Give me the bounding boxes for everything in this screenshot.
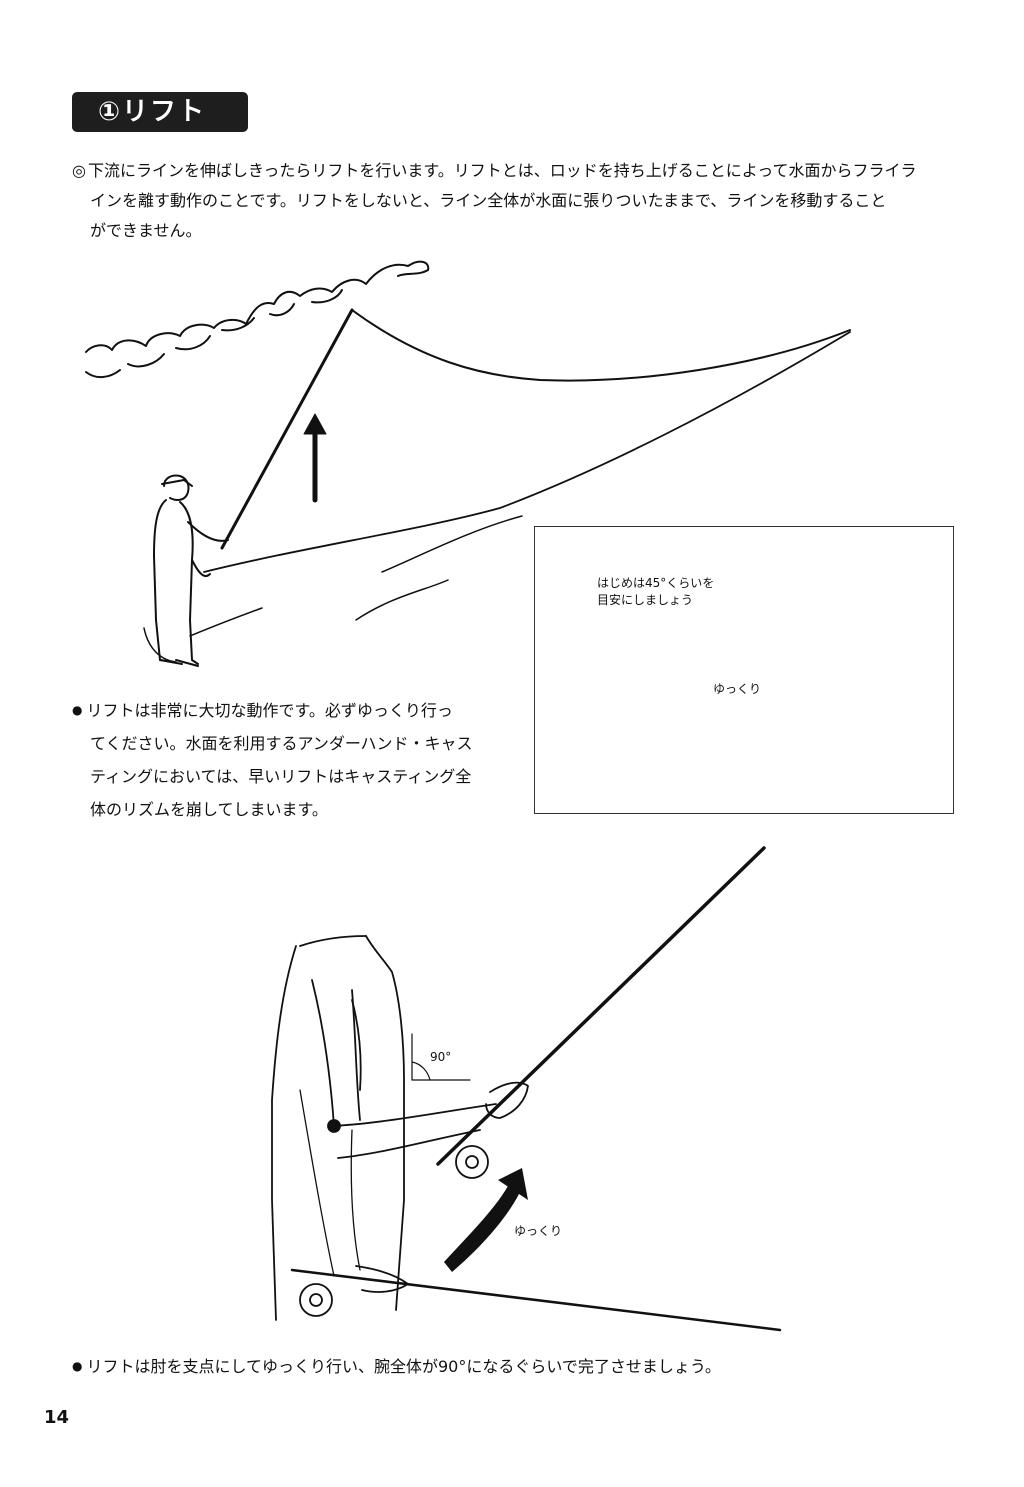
note-1-line-3: ティングにおいては、早いリフトはキャスティング全 xyxy=(90,767,472,786)
elbow-pivot-dot xyxy=(327,1119,341,1133)
arm-arrow-label: ゆっくり xyxy=(514,1224,563,1238)
water-ripple-2 xyxy=(355,579,449,621)
inset-caption-line-1: はじめは45°くらいを xyxy=(597,576,715,590)
intro-line-3: ができません。 xyxy=(90,221,202,240)
fishing-rod xyxy=(220,308,354,550)
angle-label: 90° xyxy=(430,1050,452,1064)
water-ripple-1 xyxy=(381,515,523,573)
hand-lower xyxy=(355,1265,409,1293)
upper-arm-lowered xyxy=(299,1089,361,1277)
curved-arrow-body xyxy=(444,1186,520,1272)
bullet-icon: ● xyxy=(72,1359,83,1373)
intro-line-1: 下流にラインを伸ばしきったらリフトを行います。リフトとは、ロッドを持ち上げること… xyxy=(87,161,917,180)
page-number: 14 xyxy=(44,1407,70,1428)
right-angle-arc xyxy=(411,1061,431,1081)
double-circle-mark: ◎ xyxy=(72,161,86,180)
reel-upper xyxy=(455,1145,489,1179)
inset-box: はじめは45°くらいを 目安にしましょう ゆっくり xyxy=(534,526,954,814)
forearm-lifted xyxy=(329,1103,497,1159)
fly-line xyxy=(351,309,851,382)
water-ripple-3 xyxy=(189,607,263,637)
lift-arrow-head xyxy=(303,413,327,435)
bullet-icon: ● xyxy=(72,703,83,717)
note-1-line-4: 体のリズムを崩してしまいます。 xyxy=(90,800,328,819)
line-on-water xyxy=(203,331,851,573)
note-2-text: リフトは肘を支点にしてゆっくり行い、腕全体が90°になるぐらいで完了させましょう… xyxy=(86,1357,721,1376)
upper-arm-lifted xyxy=(311,979,361,1127)
intro-paragraph: ◎下流にラインを伸ばしきったらリフトを行います。リフトとは、ロッドを持ち上げるこ… xyxy=(72,156,962,246)
note-1: ●リフトは非常に大切な動作です。必ずゆっくり行っ てください。水面を利用するアン… xyxy=(72,694,512,826)
reel-lower xyxy=(299,1283,333,1317)
curved-arrow-head xyxy=(498,1168,528,1200)
inset-arrow-label: ゆっくり xyxy=(713,682,762,696)
hand-upper xyxy=(485,1081,529,1119)
intro-line-2: インを離す動作のことです。リフトをしないと、ライン全体が水面に張りついたままで、… xyxy=(90,191,887,210)
note-1-line-1: リフトは非常に大切な動作です。必ずゆっくり行っ xyxy=(86,701,453,720)
riverbank-rocks xyxy=(85,260,430,378)
section-title: ①リフト xyxy=(72,92,248,132)
arm-rod-lower xyxy=(290,1268,782,1332)
right-angle-marker xyxy=(411,1033,471,1081)
torso-outline xyxy=(271,935,405,1321)
arm-rod-lifted xyxy=(436,846,766,1166)
note-2: ●リフトは肘を支点にしてゆっくり行い、腕全体が90°になるぐらいで完了させましょ… xyxy=(72,1353,721,1377)
inset-caption: はじめは45°くらいを 目安にしましょう xyxy=(597,575,714,609)
note-1-line-2: てください。水面を利用するアンダーハンド・キャス xyxy=(90,734,473,753)
inset-caption-line-2: 目安にしましょう xyxy=(597,593,694,607)
angler-figure xyxy=(153,474,229,667)
